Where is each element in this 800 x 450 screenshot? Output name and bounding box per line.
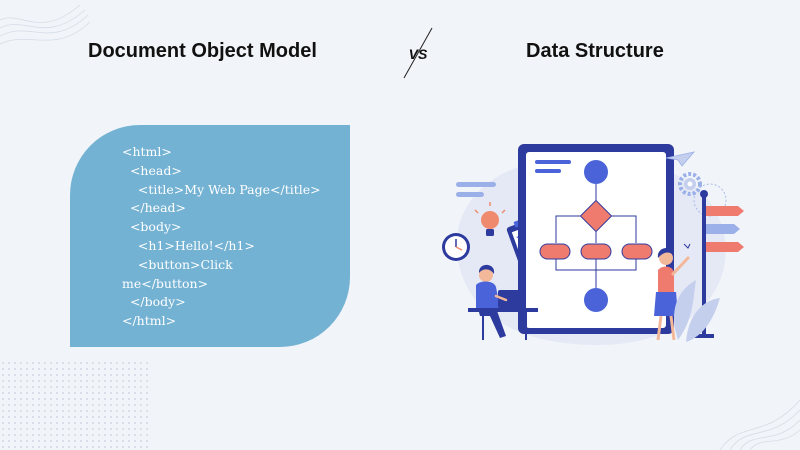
data-structure-illustration (442, 144, 744, 345)
code-line: <button>Click (122, 256, 233, 272)
flowchart-process-node (580, 243, 612, 260)
person-with-laptop (468, 264, 538, 340)
gear-icon (678, 172, 702, 196)
background-wave-lines-bottom-right (719, 399, 800, 450)
code-line: </body> (122, 294, 186, 310)
flowchart-start-node (584, 160, 608, 184)
code-line: </html> (122, 313, 177, 329)
flowchart-decision-node (579, 199, 613, 233)
signpost-icon (694, 190, 744, 338)
flowchart-end-node (584, 288, 608, 312)
leaf-decoration (686, 298, 720, 342)
lightbulb-icon (474, 202, 506, 236)
background-wave-lines-top-left (0, 4, 90, 45)
flowchart-process-node (621, 243, 653, 260)
code-line: </head> (122, 200, 187, 216)
data-structure-title: Data Structure (526, 40, 664, 62)
html-code-card: <html> <head> <title>My Web Page</title>… (70, 125, 350, 347)
floating-bar (456, 182, 496, 187)
dom-title: Document Object Model (88, 40, 317, 62)
floating-bar (456, 192, 484, 197)
person-pointing (654, 243, 691, 341)
background-dot-pattern (0, 360, 150, 450)
code-line: <head> (122, 162, 182, 178)
code-line: <title>My Web Page</title> (122, 181, 321, 197)
code-line: <html> (122, 144, 172, 159)
vs-label: VS (409, 46, 428, 62)
code-line: <body> (122, 219, 182, 235)
vs-divider: VS (403, 27, 433, 79)
board-text-line (535, 169, 561, 173)
leaf-decoration (674, 280, 696, 340)
flowchart-process-node (539, 243, 571, 260)
html-code-block: <html> <head> <title>My Web Page</title>… (122, 143, 321, 331)
clock-icon (442, 233, 470, 261)
board-text-line (535, 160, 571, 164)
flowchart-connectors (555, 184, 637, 288)
code-line: me</button> (122, 275, 209, 291)
code-line: <h1>Hello!</h1> (122, 237, 255, 253)
paper-plane-icon (665, 151, 696, 167)
